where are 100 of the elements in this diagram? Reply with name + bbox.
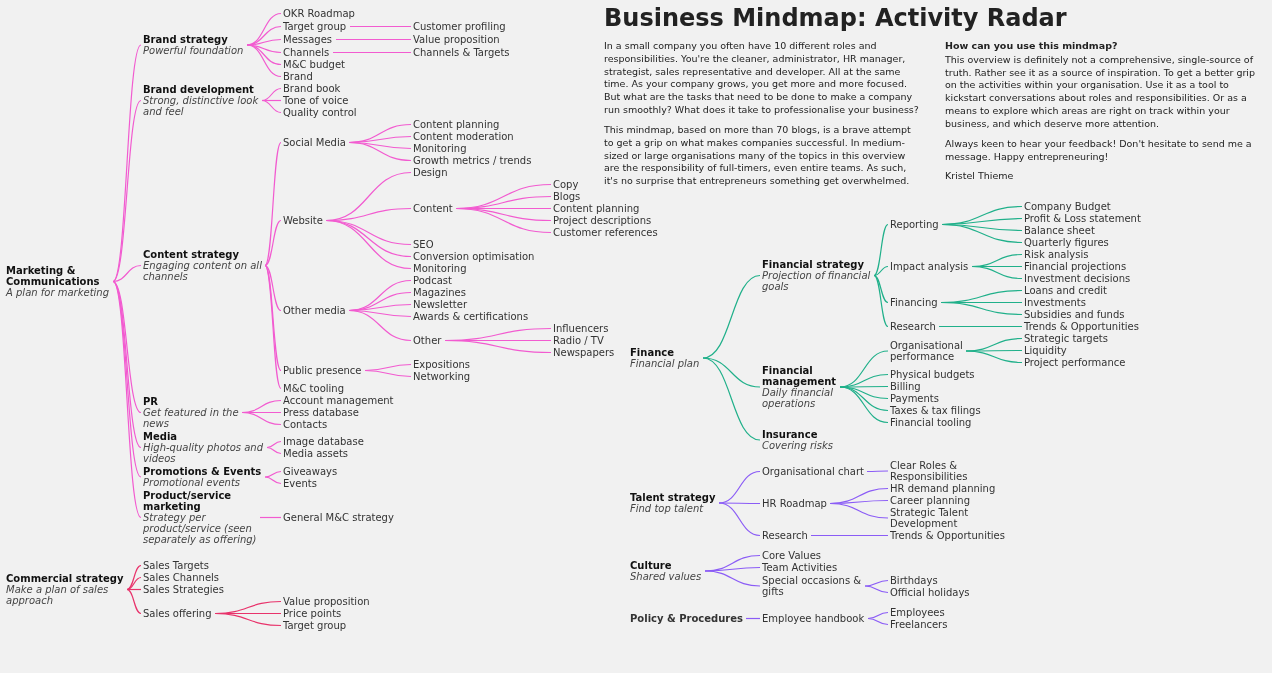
- subtopic-label: Career planning: [890, 495, 971, 506]
- connector-line: [718, 502, 761, 505]
- topic-label: Policy & Procedures: [630, 612, 744, 624]
- connector-line: [246, 44, 282, 78]
- subtopic-label: HR demand planning: [890, 483, 997, 494]
- subtopic-label: Image database: [283, 436, 365, 447]
- connector-line: [261, 87, 282, 102]
- subtopic-label: Growth metrics / trends: [413, 155, 533, 166]
- subtopic-label: Quarterly figures: [1024, 237, 1110, 248]
- title: Business Mindmap: Activity Radar: [604, 4, 1068, 32]
- connector-line: [126, 588, 142, 591]
- subtopic-label: Copy: [553, 179, 580, 190]
- connector-line: [704, 566, 761, 572]
- subtopic-label: Financial projections: [1024, 261, 1128, 272]
- subtopic-label: Sales Strategies: [143, 584, 225, 595]
- topic-heading: Commercial strategy: [6, 573, 125, 584]
- connector-line: [241, 411, 282, 426]
- subtopic-label: Loans and credit: [1024, 285, 1108, 296]
- subtopic-label: Networking: [413, 371, 472, 382]
- subtopic-label: Profit & Loss statement: [1024, 213, 1142, 224]
- topic-label: Organisational chart: [762, 465, 865, 477]
- connector-line: [864, 585, 889, 594]
- subtopic-label: Newspapers: [553, 347, 616, 358]
- connector-line: [348, 141, 412, 162]
- subtopic-label: Content planning: [413, 119, 501, 130]
- subtopic-label: Quality control: [283, 107, 358, 118]
- subtopic-label: Conversion optimisation: [413, 251, 535, 262]
- subtopic-label: Podcast: [413, 275, 453, 286]
- subtopic-label: Customer references: [553, 227, 659, 238]
- topic-description: Find top talent: [630, 503, 704, 515]
- topic-description: Shared values: [630, 570, 703, 582]
- topic-heading: Finance: [630, 346, 675, 358]
- connector-line: [941, 223, 1023, 244]
- connector-line: [126, 576, 142, 591]
- subtopic-label: Official holidays: [890, 586, 971, 598]
- topic-description: Financial plan: [630, 357, 701, 369]
- connector-line: [745, 617, 761, 620]
- connector-line: [965, 350, 1023, 364]
- subtopic-label: Trends & Opportunities: [1024, 321, 1140, 332]
- topic-description: A plan for marketing: [6, 286, 111, 298]
- topic-heading: Media: [143, 431, 179, 442]
- subtopic-label: Liquidity: [1024, 345, 1068, 356]
- connector-line: [112, 44, 142, 283]
- subtopic-label: Customer profiling: [413, 21, 507, 32]
- subtopic-label: OKR Roadmap: [283, 8, 356, 19]
- connector-line: [938, 325, 1023, 328]
- subtopic-label: Investments: [1024, 297, 1087, 308]
- connector-line: [325, 219, 412, 270]
- subtopic-label: Sales Targets: [143, 560, 210, 571]
- subtopic-label: Clear Roles & Responsibilities: [890, 460, 969, 482]
- subtopic-label: Radio / TV: [553, 335, 605, 346]
- paragraph: Always keen to hear your feedback! Don't hesitate to send me a message. Happy entrepreneuring!: [945, 137, 1253, 164]
- subtopic-label: Project performance: [1024, 357, 1127, 368]
- subtopic-label: Trends & Opportunities: [890, 530, 1006, 541]
- paragraph: In a small company you often have 10 different roles and responsibilities. You're the cleaner, administrator, HR manager, strategist, sales representative and developer. All at the same time. As your company grows, you get more and more focused. But what are the tasks that need to be done to make a company run smoothly? What does it take to professionalise your business?: [604, 40, 920, 117]
- topic-label: Website: [283, 215, 324, 226]
- paragraph: This mindmap, based on more than 70 blogs, is a brave attempt to get a grip on what makes companies successful. In medium-sized or large organisations many of the topics in this overview are the responsibility of full-timers, even entire teams. As such, it's no surprise that entrepreneurs something get overwhelmed.: [604, 123, 912, 188]
- topic-heading: Financial strategy: [762, 259, 864, 270]
- connector-line: [867, 611, 889, 620]
- topic-heading: Brand strategy: [143, 34, 228, 45]
- connector-line: [810, 534, 889, 537]
- topic-heading: Culture: [630, 559, 673, 571]
- topic-label: Messages: [283, 34, 334, 45]
- topic-label: Other media: [283, 305, 347, 316]
- topic-heading: PR: [143, 396, 160, 407]
- topic-heading: Insurance: [762, 429, 819, 440]
- connector-line: [873, 265, 889, 277]
- subtopic-label: Sales Channels: [143, 572, 221, 583]
- connector-line: [867, 617, 889, 626]
- topic-label: Employee handbook: [762, 612, 866, 624]
- topic-label: Target group: [283, 21, 348, 32]
- subtopic-label: Value proposition: [283, 596, 371, 607]
- connector-line: [873, 274, 889, 304]
- topic-heading: Financial management: [762, 364, 838, 387]
- connector-line: [444, 339, 552, 354]
- topic-heading: Marketing & Communications: [6, 264, 101, 287]
- topic-label: Research: [890, 321, 937, 332]
- topic-label: HR Roadmap: [762, 497, 828, 509]
- subtopic-label: Channels & Targets: [413, 47, 511, 58]
- subtopic-label: Risk analysis: [1024, 249, 1090, 260]
- connector-line: [264, 476, 282, 485]
- topic-label: Organisational performance: [890, 339, 964, 362]
- subtopic-label: Company Budget: [1024, 201, 1112, 212]
- connector-line: [704, 570, 761, 587]
- author-name: Kristel Thieme: [945, 170, 1015, 184]
- subtopic-label: Contacts: [283, 419, 329, 430]
- subtopic-label: Magazines: [413, 287, 467, 298]
- connector-line: [264, 141, 282, 267]
- subtopic-label: Freelancers: [890, 618, 949, 630]
- topic-description: Daily financial operations: [762, 386, 833, 409]
- subtopic-label: Physical budgets: [890, 369, 976, 380]
- topic-description: Strong, distinctive look and feel: [143, 95, 260, 117]
- subtopic-label: Project descriptions: [553, 215, 653, 226]
- connector-line: [702, 357, 761, 388]
- connector-line: [214, 612, 282, 627]
- connector-line: [266, 446, 282, 455]
- connector-line: [349, 25, 412, 28]
- connector-line: [873, 223, 889, 277]
- topic-description: Get featured in the news: [143, 407, 240, 429]
- subtopic-label: Blogs: [553, 191, 582, 202]
